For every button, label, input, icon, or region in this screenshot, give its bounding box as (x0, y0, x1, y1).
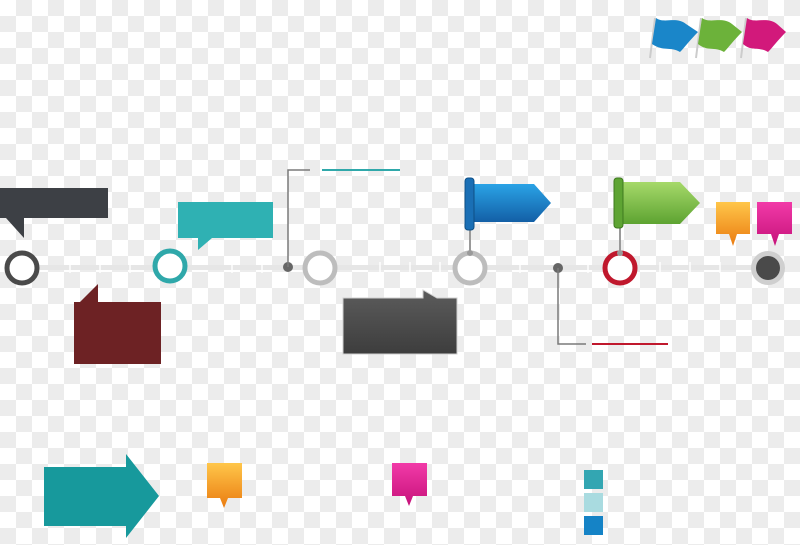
swatch-teal (584, 470, 603, 489)
green-flag-marker[interactable] (613, 177, 700, 256)
callout-teal-bubble[interactable] (178, 202, 273, 250)
milestone-3-circle[interactable] (302, 250, 338, 286)
track-bar (20, 265, 775, 270)
timeline-track (20, 262, 775, 273)
connector-line-down (557, 268, 586, 345)
milestone-4-circle[interactable] (452, 250, 488, 286)
flag-icons-legend (649, 17, 786, 59)
connector-line-up (287, 169, 310, 267)
teal-arrow-shape[interactable] (44, 454, 159, 538)
swatch-light-teal (584, 493, 603, 512)
swatch-blue (584, 516, 603, 535)
pin-orange-marker[interactable] (716, 202, 750, 246)
magenta-flag-icon (740, 17, 786, 59)
track-ticks (69, 262, 721, 273)
pin-magenta-marker[interactable] (757, 202, 792, 246)
callout-gray-bubble[interactable] (342, 289, 458, 355)
blue-flag-marker[interactable] (464, 177, 551, 256)
green-flag-icon (695, 17, 742, 59)
color-swatch-stack (584, 470, 603, 535)
milestone-2-circle[interactable] (152, 248, 188, 284)
milestone-6-circle[interactable] (756, 256, 780, 280)
milestone-1-circle[interactable] (4, 250, 40, 286)
blue-flag-icon (649, 17, 698, 59)
callout-dark-label[interactable] (0, 188, 108, 238)
callout-maroon-bubble[interactable] (74, 284, 161, 364)
milestone-5-circle[interactable] (602, 250, 638, 286)
bottom-pin-orange[interactable] (207, 463, 242, 508)
bottom-pin-magenta[interactable] (392, 463, 427, 506)
